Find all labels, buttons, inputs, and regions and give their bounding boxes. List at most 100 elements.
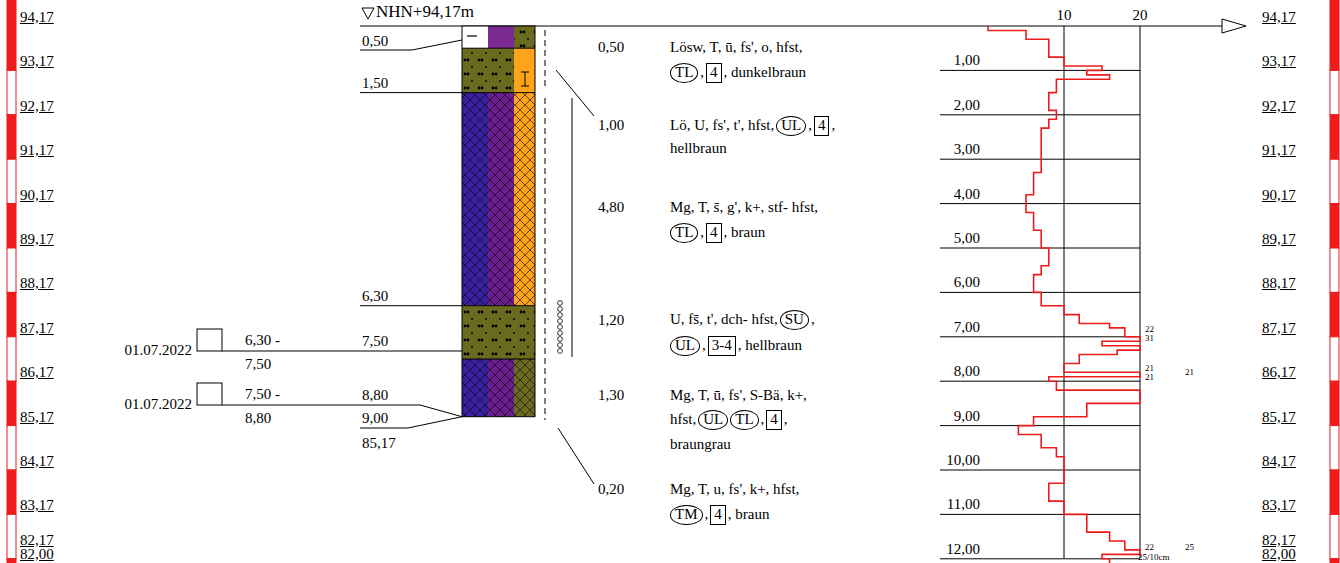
- bar-segment: [1330, 204, 1339, 248]
- grid-line: [940, 381, 1140, 382]
- elevation-label: 92,17: [20, 99, 54, 114]
- bar-segment: [7, 115, 16, 159]
- soil-description: Mg, T, s̄, g', k+, stf- hfst,: [670, 200, 818, 216]
- soil-description: ,: [700, 225, 704, 241]
- soil-description: hfst,: [670, 412, 696, 428]
- elevation-label: 89,17: [20, 232, 54, 247]
- elevation-label: 87,17: [1262, 321, 1296, 336]
- elevation-label: 88,17: [1262, 276, 1296, 291]
- grid-line: [940, 514, 1140, 515]
- blow-value: 21: [1185, 368, 1194, 377]
- grid-line: [940, 248, 1140, 249]
- bar-segment: [1330, 70, 1339, 114]
- soil-description: , dunkelbraun: [724, 65, 806, 81]
- bar-segment: [1330, 0, 1339, 70]
- grid-line: [940, 159, 1140, 160]
- depth-tick: 11,00: [947, 497, 980, 512]
- soil-group: 4: [706, 223, 722, 243]
- bar-segment: [1330, 426, 1339, 470]
- datum-label: NHN+94,17m: [376, 3, 474, 20]
- sample-range: 6,30 -: [245, 333, 280, 348]
- bar-segment: [7, 159, 16, 203]
- bar-segment: [7, 204, 16, 248]
- elevation-label: 93,17: [1262, 54, 1296, 69]
- description-row: hellbraun: [670, 141, 727, 157]
- elevation-label: 94,17: [1262, 10, 1296, 25]
- elevation-label: 85,17: [20, 410, 54, 425]
- grid-line: [1140, 26, 1141, 558]
- elevation-label: 82,17: [1262, 533, 1296, 548]
- description-row: TL,4, dunkelbraun: [670, 63, 806, 83]
- bar-segment: [7, 70, 16, 114]
- depth-label: 0,50: [362, 34, 388, 49]
- soil-group: 4: [766, 410, 782, 430]
- soil-description: ,: [702, 338, 706, 354]
- soil-class: TM: [670, 505, 703, 525]
- description-row: U, fs̄, t', dch- hfst,SU,: [670, 310, 815, 330]
- depth-tick: 5,00: [954, 231, 980, 246]
- bar-segment: [1330, 559, 1339, 563]
- description-row: Lö, U, fs', t', hfst,UL,4,: [670, 116, 835, 136]
- soil-description: , braun: [728, 507, 770, 523]
- elevation-label: 94,17: [20, 10, 54, 25]
- bar-segment: [7, 337, 16, 381]
- depth-tick: 2,00: [954, 98, 980, 113]
- soil-group: 4: [710, 505, 726, 525]
- soil-description: , braun: [724, 225, 766, 241]
- soil-description: hellbraun: [670, 141, 727, 157]
- bar-segment: [1330, 115, 1339, 159]
- depth-tick: 7,00: [954, 320, 980, 335]
- soil-description: Lösw, T, ū, fs', o, hfst,: [670, 40, 802, 56]
- elevation-label: 86,17: [1262, 365, 1296, 380]
- soil-description: U, fs̄, t', dch- hfst,: [670, 312, 778, 328]
- sample-date: 01.07.2022: [125, 397, 193, 412]
- description-row: TL,4, braun: [670, 223, 765, 243]
- depth-tick: 4,00: [954, 187, 980, 202]
- soil-description: ,: [700, 65, 704, 81]
- elevation-label: 86,17: [20, 365, 54, 380]
- depth-label: 1,50: [362, 76, 388, 91]
- bar-segment: [7, 426, 16, 470]
- bar-segment: [7, 292, 16, 336]
- description-row: UL,3-4, hellbraun: [670, 336, 802, 356]
- elevation-label: 88,17: [20, 276, 54, 291]
- elevation-label: 85,17: [362, 436, 396, 451]
- bar-segment: [7, 381, 16, 425]
- soil-description: , hellbraun: [738, 338, 802, 354]
- elevation-label: 90,17: [1262, 188, 1296, 203]
- bar-segment: [1330, 159, 1339, 203]
- blow-value: 21: [1145, 364, 1154, 373]
- depth-tick: 8,00: [954, 364, 980, 379]
- elevation-label: 85,17: [1262, 410, 1296, 425]
- sample-range: 7,50 -: [245, 387, 280, 402]
- blow-count-curve: [988, 26, 1140, 563]
- depth-tick: 3,00: [954, 142, 980, 157]
- bar-segment: [1330, 292, 1339, 336]
- sample-range: 7,50: [245, 357, 271, 372]
- elevation-label: 82,00: [1262, 547, 1296, 562]
- elevation-label: 93,17: [20, 54, 54, 69]
- soil-description: ,: [808, 118, 812, 134]
- sample-range: 8,80: [245, 411, 271, 426]
- soil-class: TL: [670, 63, 698, 83]
- soil-column: [462, 26, 535, 417]
- level-triangle: [362, 8, 374, 19]
- blow-value: 31: [1145, 334, 1154, 343]
- elevation-label: 91,17: [20, 143, 54, 158]
- depth-label: 7,50: [362, 334, 388, 349]
- axis-arrow: [1222, 19, 1246, 33]
- elevation-label: 92,17: [1262, 99, 1296, 114]
- soil-group: 3-4: [708, 336, 736, 356]
- column-markers: [545, 30, 594, 484]
- depth-tick: 6,00: [954, 275, 980, 290]
- elevation-bar: [1330, 0, 1339, 563]
- elevation-label: 91,17: [1262, 143, 1296, 158]
- soil-class: UL: [670, 336, 700, 356]
- soil-description: ,: [811, 312, 815, 328]
- penetration-chart: [940, 26, 1140, 563]
- elevation-label: 83,17: [1262, 498, 1296, 513]
- soil-class: TL: [670, 223, 698, 243]
- description-row: hfst,ULTL,4,: [670, 410, 788, 430]
- thickness-label: 0,20: [598, 482, 624, 497]
- depth-tick: 12,00: [946, 542, 980, 557]
